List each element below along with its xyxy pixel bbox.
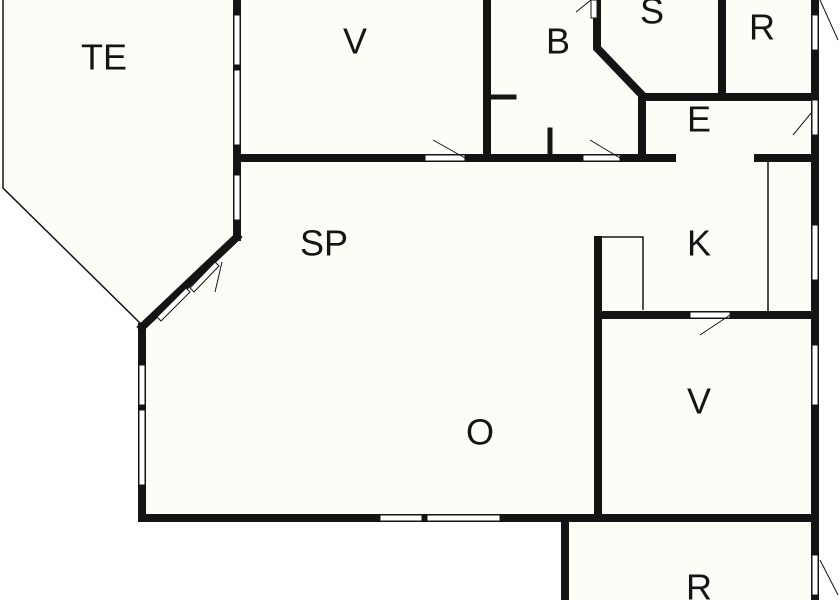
window	[138, 364, 146, 406]
label-e: E	[687, 99, 711, 140]
window	[811, 14, 819, 51]
label-r-bottom: R	[686, 567, 712, 600]
label-r-top: R	[749, 7, 775, 48]
room-labels: TE V B S R E SP K V O R	[81, 0, 775, 600]
window	[811, 224, 819, 281]
window	[233, 69, 241, 146]
room-te-floor	[3, 0, 237, 325]
label-s: S	[640, 0, 664, 32]
label-b: B	[546, 21, 570, 62]
doors	[189, 0, 839, 596]
window	[233, 174, 241, 221]
window	[811, 344, 819, 406]
window	[138, 409, 146, 486]
label-v-lower: V	[687, 381, 711, 422]
room-floors	[3, 0, 815, 600]
label-sp: SP	[300, 223, 348, 264]
window	[379, 514, 423, 522]
label-k: K	[687, 223, 711, 264]
kitchen-unit	[598, 236, 644, 310]
window	[156, 287, 191, 322]
window	[426, 514, 501, 522]
label-te: TE	[81, 37, 127, 78]
terrace-outline	[2, 0, 143, 326]
room-r-bottom-floor	[565, 518, 815, 600]
label-v-top: V	[343, 21, 367, 62]
label-o: O	[466, 412, 494, 453]
window	[233, 14, 241, 66]
windows	[138, 14, 819, 596]
room-main-floor	[142, 0, 815, 518]
window	[811, 554, 819, 596]
